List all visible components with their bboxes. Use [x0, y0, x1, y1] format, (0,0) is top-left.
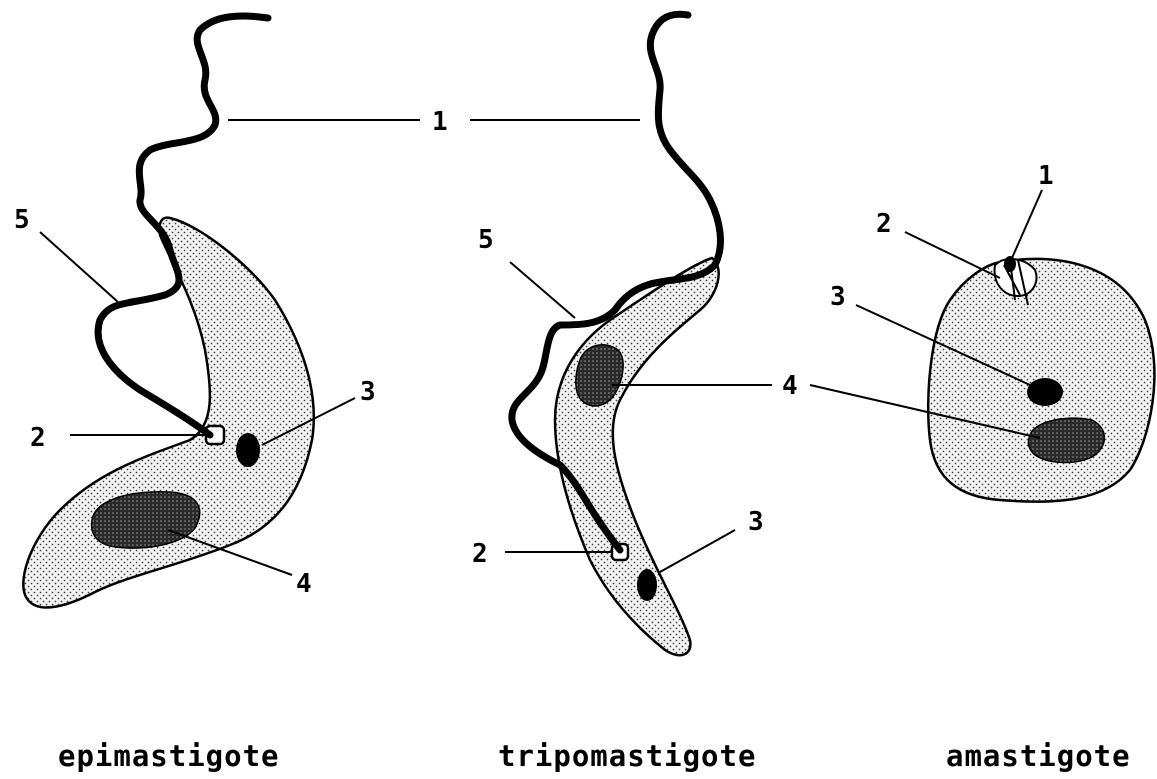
amastigote-label-3: 3 [830, 282, 846, 312]
epimastigote-kinetoplast [236, 433, 260, 467]
amastigote-leader-2 [905, 232, 1000, 278]
epimastigote-leader-5 [40, 232, 118, 302]
epimastigote-label-1: 1 [432, 107, 448, 137]
amastigote-kinetoplast [1027, 378, 1063, 406]
amastigote-label-2: 2 [876, 209, 892, 239]
epimastigote-label-3: 3 [360, 377, 376, 407]
tripomastigote-label-3: 3 [748, 507, 764, 537]
amastigote-figure: 1 2 3 amastigote [810, 161, 1154, 773]
amastigote-nucleus [1028, 418, 1104, 462]
amastigote-label-1: 1 [1038, 161, 1054, 191]
tripomastigote-figure: 5 4 2 3 tripomastigote [470, 14, 798, 773]
epimastigote-label-4: 4 [296, 569, 312, 599]
tripomastigote-leader-3 [660, 530, 735, 572]
tripomastigote-label-5: 5 [478, 225, 494, 255]
epimastigote-caption: epimastigote [58, 739, 280, 773]
amastigote-basal-body [1004, 256, 1016, 272]
epimastigote-label-2: 2 [30, 423, 46, 453]
epimastigote-label-5: 5 [14, 205, 30, 235]
epimastigote-figure: 1 5 2 3 4 epimastigote [14, 16, 448, 773]
tripomastigote-caption: tripomastigote [498, 739, 756, 773]
epimastigote-cell-body [23, 218, 313, 608]
amastigote-leader-1 [1012, 190, 1042, 258]
amastigote-caption: amastigote [946, 739, 1131, 773]
tripomastigote-label-2: 2 [472, 539, 488, 569]
tripomastigote-leader-5 [510, 262, 575, 318]
tripomastigote-label-4: 4 [782, 371, 798, 401]
tripomastigote-cell-body [555, 258, 719, 655]
tripomastigote-kinetoplast [637, 569, 657, 601]
